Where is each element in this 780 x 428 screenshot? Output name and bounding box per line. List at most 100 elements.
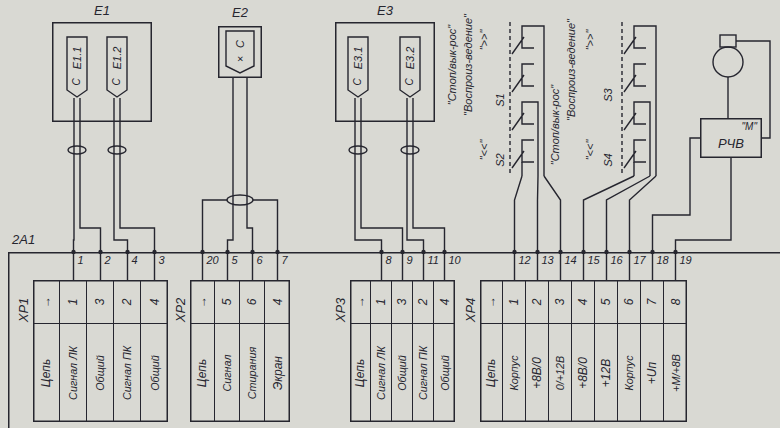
switch-contact (512, 140, 534, 168)
shield-symbol (227, 195, 253, 205)
signal-name: Сигнал ЛК (376, 346, 387, 400)
signal-name: Сигнал ПК (122, 346, 133, 400)
table-cell-frame: 5 (595, 280, 618, 324)
table-cell-frame: 4 (141, 280, 168, 324)
signal-name: Цепь (485, 359, 497, 388)
shield-wire (203, 200, 228, 280)
pin-number: 3 (554, 298, 566, 305)
table-cell-frame: 0/+12В (549, 324, 572, 422)
pin-number: 4 (577, 298, 589, 305)
pin-number: 10 (449, 255, 461, 266)
table-cell-frame: +12В (595, 324, 618, 422)
signal-name: Стирания (247, 347, 258, 400)
block-designator: РЧВ (718, 136, 744, 149)
unit-designator: 2А1 (12, 233, 35, 246)
erase-wire (247, 78, 253, 280)
pin-dot (400, 250, 404, 254)
pin-dot (250, 250, 254, 254)
pin-number: 19 (680, 255, 692, 266)
shield-wire (413, 98, 445, 280)
switch-contact (512, 102, 534, 130)
pin-number: 1 (508, 298, 520, 305)
motor-wire (736, 41, 770, 138)
contact-mark: × (235, 56, 246, 62)
part-designator: Е1 (52, 4, 152, 17)
plug-designator: Е1.1 (72, 47, 83, 70)
table-cell-frame: 4 (265, 280, 290, 324)
switch-label: "Стоп/вык-рос" (550, 85, 561, 165)
pin-number: 18 (657, 255, 669, 266)
sensor-housing: Е1.1СЕ1.2СЕ1 (52, 22, 152, 122)
head-housing: Е2С× (218, 26, 262, 78)
table-cell-frame: 7 (641, 280, 664, 324)
table-cell-frame: Экран (265, 324, 290, 422)
pin-number: 13 (542, 255, 554, 266)
outline-polygon (348, 37, 368, 97)
pin-number: 1 (375, 298, 387, 305)
plug-designator: Е3.2 (405, 47, 416, 70)
motor-wire (727, 77, 728, 118)
signal-wire (114, 98, 128, 280)
table-cell-frame: Сигнал (215, 324, 240, 422)
pin-number: 5 (600, 298, 612, 305)
pin-number: 4 (439, 298, 451, 305)
contact-mark: С (405, 78, 415, 85)
table-cell-frame: 1 (371, 280, 392, 324)
pin-number: 5 (221, 298, 233, 305)
shield-symbol (349, 146, 367, 154)
pin-number: 7 (282, 255, 288, 266)
pin-number: 14 (565, 255, 577, 266)
motor-symbol (713, 47, 743, 77)
table-cell-frame: Цепь (33, 324, 60, 422)
pin-number: 6 (246, 298, 258, 305)
switch-wire (515, 176, 561, 280)
sensor-housing: Е3.1СЕ3.2СЕ3 (335, 22, 435, 122)
table-cell-frame: 2 (413, 280, 434, 324)
contact-mark: С (112, 78, 122, 85)
signal-name: +12В (600, 359, 612, 387)
switch-gang-link (621, 22, 622, 176)
switch-label: "<<" (479, 140, 490, 161)
connector-table: →Цепь1Корпус2+8В/030/+12В4+8В/05+12В6Кор… (480, 280, 687, 422)
signal-name: +8В/0 (577, 357, 589, 389)
table-cell-frame: Общий (392, 324, 413, 422)
plug-symbol: Е3.2С (399, 36, 421, 98)
plug-symbol: Е1.2С (106, 36, 128, 98)
pin-number: 3 (396, 298, 408, 305)
table-cell-frame: Сигнал ЛК (371, 324, 392, 422)
signal-wire (676, 158, 732, 280)
signal-wire (73, 98, 75, 280)
switch-label: S1 (495, 93, 506, 106)
part-designator: Е3 (335, 4, 435, 17)
pin-number: 4 (149, 298, 161, 305)
signal-name: Цепь (354, 359, 366, 388)
switch-contact (512, 64, 534, 92)
switch-label: ">>" (479, 30, 490, 51)
part-designator: Е2 (218, 6, 262, 19)
contact-mark: С (72, 78, 82, 85)
pin-dots (71, 250, 677, 254)
shield-symbol (68, 146, 86, 154)
pin-dot (512, 250, 516, 254)
switch-wire (522, 26, 544, 176)
shield-symbol (401, 146, 419, 154)
table-cell-frame: 6 (618, 280, 641, 324)
outline-polygon (67, 37, 87, 97)
switch-label: ">>" (585, 30, 596, 51)
table-cell-frame: 8 (664, 280, 687, 324)
plug-designator: Е3.1 (353, 47, 364, 70)
signal-name: Корпус (624, 355, 635, 390)
pin-number: 17 (634, 255, 646, 266)
contact-mark: С (353, 78, 363, 85)
pin-number: 8 (386, 255, 392, 266)
head-outline (218, 26, 262, 78)
pin-number: 2 (531, 298, 543, 305)
supply-wire (653, 138, 701, 280)
table-cell-frame: Цепь (190, 324, 215, 422)
pin-number: 12 (519, 255, 531, 266)
device-frame: →Цепь1Сигнал ЛК3Общий2Сигнал ПК4ОбщийХР1… (8, 252, 780, 428)
switch-label: S4 (603, 153, 614, 166)
